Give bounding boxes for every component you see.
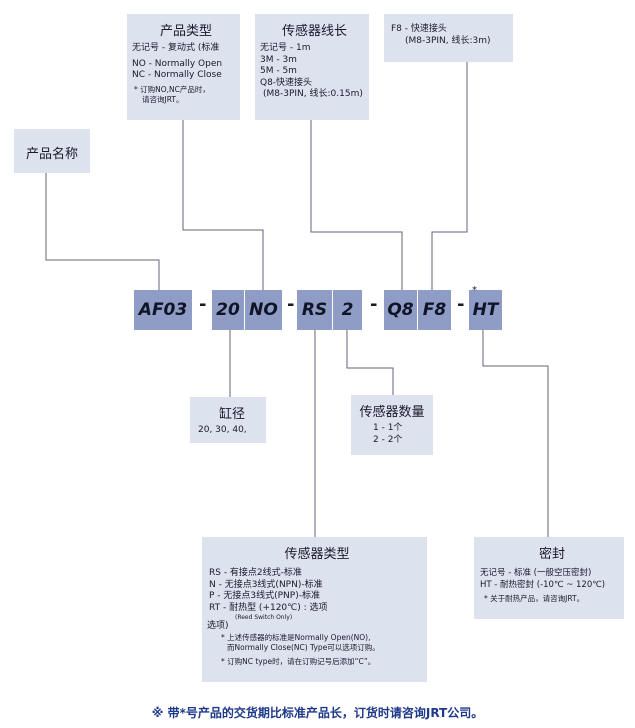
sensor-type-line: RT - 耐热型 (+120℃) : 选项	[209, 602, 328, 613]
sensor-type-note: * 订购NC type时，请在订购记号后添加“C”。	[221, 656, 376, 666]
sensor-cable-line: 3M - 3m	[260, 54, 297, 65]
code-seal-label: HT	[472, 300, 499, 320]
bore-line: 20, 30, 40,	[198, 425, 247, 435]
sensor-type-note: * 上述传感器的标准是Normally Open(NO),	[221, 632, 371, 642]
code-type: NO	[245, 290, 282, 330]
seal-line: HT - 耐热密封 (-10℃ ~ 120℃)	[480, 579, 606, 590]
sensor-cable-title: 传感器线长	[281, 24, 347, 39]
sensor-type-reed-note: (Reed Switch Only)	[235, 614, 293, 621]
code-cable: Q8	[384, 290, 417, 330]
sensor-qty-line: 2 - 2个	[373, 434, 403, 445]
product-name-title: 产品名称	[25, 147, 78, 162]
product-type-line: NC - Normally Close	[132, 70, 222, 80]
code-bore: 20	[212, 290, 244, 330]
quick-connector-line: F8 - 快速接头	[391, 24, 447, 34]
code-sensor-qty: 2	[333, 290, 362, 330]
sensor-cable-line: 无记号 - 1m	[260, 43, 311, 53]
product-type-line: 无记号 - 复动式 (标准	[132, 43, 220, 53]
code-dash: -	[457, 294, 465, 315]
code-seal: HT	[469, 290, 502, 330]
sensor-type-line: N - 无接点3线式(NPN)-标准	[209, 579, 323, 590]
seal-box: 密封 无记号 - 标准 (一般空压密封) HT - 耐热密封 (-10℃ ~ 1…	[474, 537, 624, 619]
product-type-title: 产品类型	[159, 24, 212, 39]
line-sensor-qty	[346, 330, 394, 395]
sensor-type-line: RS - 有接点2线式-标准	[209, 568, 302, 578]
product-name-box: 产品名称	[14, 129, 90, 173]
sensor-cable-box: 传感器线长 无记号 - 1m 3M - 3m 5M - 5m Q8-快速接头 (…	[255, 14, 369, 120]
product-type-box: 产品类型 无记号 - 复动式 (标准 NO - Normally Open NC…	[127, 14, 240, 120]
line-product-name	[45, 172, 160, 290]
sensor-type-line: P - 无接点3线式(PNP)-标准	[209, 591, 320, 601]
code-dash: -	[199, 294, 207, 315]
sensor-type-box: 传感器类型 RS - 有接点2线式-标准 N - 无接点3线式(NPN)-标准 …	[202, 537, 427, 682]
quick-connector-box: F8 - 快速接头 (M8-3PIN, 线长:3m)	[384, 14, 513, 62]
product-type-note: * 订购NO,NC产品时，	[134, 84, 210, 94]
product-type-note: 请咨询JRT。	[142, 94, 184, 104]
quick-connector-line: (M8-3PIN, 线长:3m)	[405, 35, 491, 46]
sensor-type-option-label: 选项)	[207, 621, 229, 631]
code-sensor-type: RS	[297, 290, 332, 330]
code-connector: F8	[418, 290, 451, 330]
sensor-cable-line: Q8-快速接头	[260, 77, 313, 88]
line-sensor-cable	[310, 120, 403, 290]
line-product-type	[182, 120, 264, 290]
sensor-qty-title: 传感器数量	[359, 405, 425, 420]
code-series: AF03	[134, 290, 192, 330]
sensor-type-note: 而Normally Close(NC) Type可以选项订购。	[227, 642, 380, 652]
sensor-type-title: 传感器类型	[284, 547, 350, 562]
bore-title: 缸径	[218, 407, 245, 422]
code-dash: -	[287, 294, 295, 315]
sensor-cable-line: 5M - 5m	[260, 66, 297, 76]
seal-title: 密封	[538, 547, 565, 562]
seal-note: * 关于耐热产品，请咨询JRT。	[484, 594, 585, 603]
line-seal	[482, 330, 549, 537]
code-seal-mark: *	[472, 285, 477, 296]
footer-note: ※ 带*号产品的交货期比标准产品长，订货时请咨询JRT公司。	[151, 706, 484, 720]
sensor-cable-line: (M8-3PIN, 线长:0.15m)	[263, 89, 363, 99]
seal-line: 无记号 - 标准 (一般空压密封)	[480, 568, 592, 578]
sensor-qty-box: 传感器数量 1 - 1个 2 - 2个	[351, 395, 433, 455]
bore-box: 缸径 20, 30, 40,	[190, 397, 266, 443]
code-dash: -	[370, 294, 378, 315]
product-type-line: NO - Normally Open	[132, 58, 223, 69]
line-quick-connector	[431, 62, 468, 290]
sensor-qty-line: 1 - 1个	[373, 423, 403, 433]
